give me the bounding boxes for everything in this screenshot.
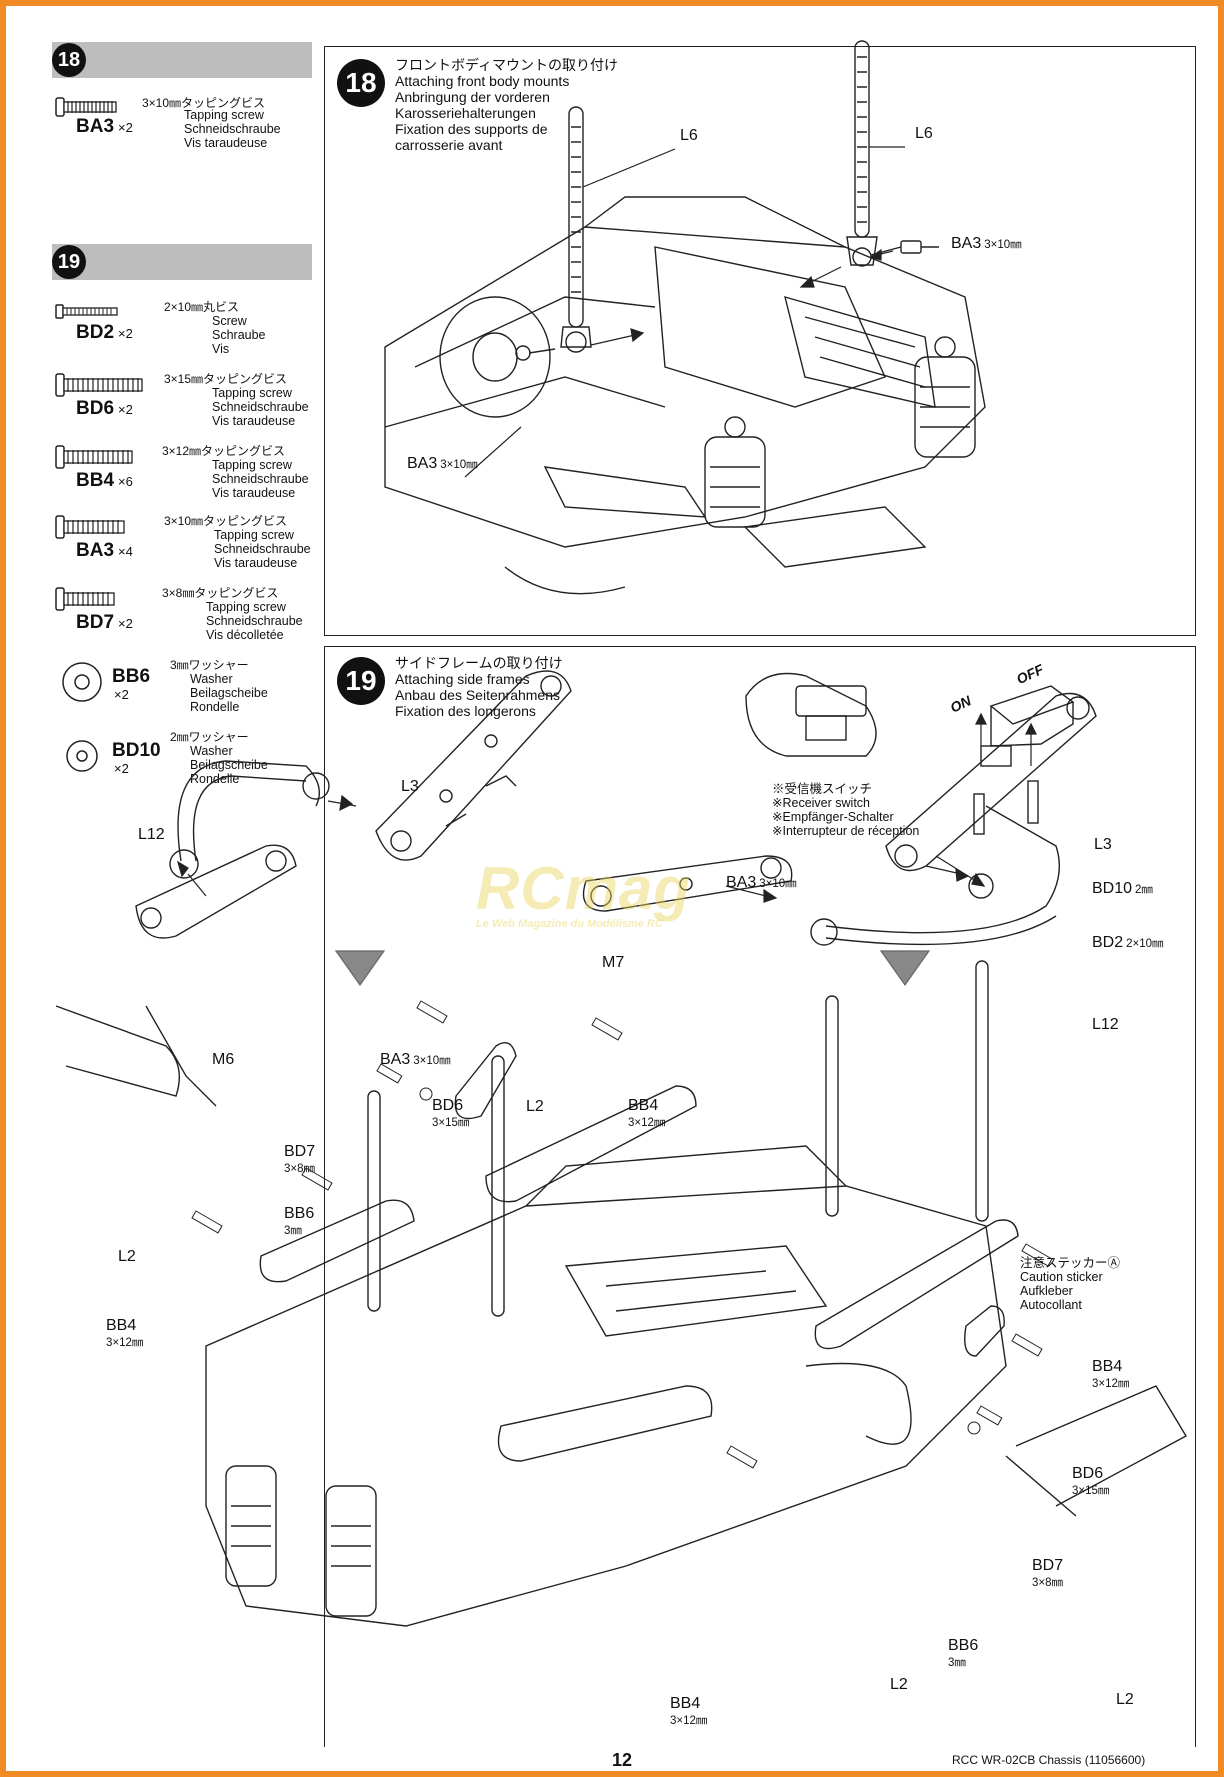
- part-code: BA3×2: [76, 116, 133, 137]
- part-ba3: BA3×4 3×10㎜タッピングビス Tapping screw Schneid…: [54, 512, 324, 574]
- part-code: BD6×2: [76, 398, 133, 419]
- label-l2-right: L2: [1116, 1691, 1134, 1708]
- part-size-jp: 3×10㎜タッピングビス: [164, 514, 288, 528]
- part-bd2: BD2×2 2×10㎜丸ビス Screw Schraube Vis: [54, 298, 324, 358]
- tapping-screw-icon: [55, 445, 133, 469]
- part-size-jp: 3㎜ワッシャー: [170, 658, 249, 672]
- part-description: Tapping screw Schneidschraube Vis taraud…: [212, 458, 309, 500]
- part-bd7: BD7×2 3×8㎜タッピングビス Tapping screw Schneids…: [54, 584, 324, 646]
- part-code: BD10: [112, 740, 161, 761]
- step-19-parts-header: [52, 244, 312, 280]
- label-l2-top: L2: [526, 1098, 544, 1115]
- step-19-panel: 19 サイドフレームの取り付け Attaching side frames An…: [324, 646, 1196, 1747]
- part-description: Washer Beilagscheibe Rondelle: [190, 672, 268, 714]
- part-description: Tapping screw Schneidschraube Vis taraud…: [214, 528, 311, 570]
- part-qty: ×2: [114, 687, 129, 702]
- watermark-tagline: Le Web Magazine du Modélisme RC: [476, 918, 663, 930]
- part-size-jp: 2×10㎜丸ビス: [164, 300, 240, 314]
- part-bb4: BB4×6 3×12㎜タッピングビス Tapping screw Schneid…: [54, 442, 324, 504]
- part-code: BD7×2: [76, 612, 133, 633]
- part-bd6: BD6×2 3×15㎜タッピングビス Tapping screw Schneid…: [54, 370, 324, 432]
- machine-screw-icon: [55, 304, 118, 319]
- step-19-panel-badge: 19: [337, 657, 385, 705]
- page-number: 12: [612, 1750, 633, 1770]
- part-code: BA3×4: [76, 540, 133, 561]
- part-size-jp: 2㎜ワッシャー: [170, 730, 249, 744]
- part-description: Tapping screw Schneidschraube Vis taraud…: [184, 108, 281, 150]
- part-code: BD2×2: [76, 322, 133, 343]
- part-description: Tapping screw Schneidschraube Vis décoll…: [206, 600, 303, 642]
- part-size-jp: 3×10㎜タッピングビス: [142, 96, 266, 110]
- label-m7: M7: [602, 954, 625, 971]
- part-description: Tapping screw Schneidschraube Vis taraud…: [212, 386, 309, 428]
- tapping-screw-icon: [55, 97, 117, 117]
- step-18-panel-badge: 18: [337, 59, 385, 107]
- part-description: Screw Schraube Vis: [212, 314, 266, 356]
- tapping-screw-icon: [55, 515, 125, 539]
- caution-sticker-note: 注意ステッカーⒶ Caution sticker Aufkleber Autoc…: [1020, 1256, 1121, 1312]
- receiver-switch-note: ※受信機スイッチ ※Receiver switch ※Empfänger-Sch…: [772, 782, 920, 838]
- washer-icon: [66, 740, 98, 772]
- label-l3-left: L3: [401, 778, 419, 795]
- part-description: Washer Beilagscheibe Rondelle: [190, 744, 268, 786]
- part-code: BB6: [112, 666, 151, 687]
- label-l2-left: L2: [118, 1248, 136, 1265]
- label-l12-left: L12: [138, 826, 165, 843]
- tapping-screw-icon: [55, 373, 143, 397]
- footer-document: RCC WR-02CB Chassis (11056600): [952, 1753, 1146, 1767]
- washer-icon: [62, 662, 102, 702]
- step-18-assembly-illustration: [384, 40, 986, 595]
- part-bd10: BD10 ×2 2㎜ワッシャー Washer Beilagscheibe Ron…: [54, 728, 324, 794]
- tapping-screw-icon: [55, 587, 115, 611]
- label-m6: M6: [212, 1051, 235, 1068]
- step-18-badge: 18: [52, 43, 86, 77]
- label-l6-left: L6: [680, 127, 698, 144]
- watermark-logo: RCmag: [476, 855, 692, 922]
- step-19-assembly-illustration: [55, 670, 1187, 1627]
- label-l2-bottom: L2: [890, 1676, 908, 1693]
- part-code: BB4×6: [76, 470, 133, 491]
- part-size-jp: 3×15㎜タッピングビス: [164, 372, 288, 386]
- step-19-title: サイドフレームの取り付け Attaching side frames Anbau…: [395, 655, 563, 719]
- label-l6-right: L6: [915, 125, 933, 142]
- part-size-jp: 3×12㎜タッピングビス: [162, 444, 286, 458]
- part-bb6: BB6 ×2 3㎜ワッシャー Washer Beilagscheibe Rond…: [54, 656, 324, 722]
- label-l12-right: L12: [1092, 1016, 1119, 1033]
- part-ba3-step18: BA3×2 3×10㎜タッピングビス Tapping screw Schneid…: [54, 94, 324, 164]
- step-19-badge: 19: [52, 245, 86, 279]
- part-qty: ×2: [114, 761, 129, 776]
- label-l3-right: L3: [1094, 836, 1112, 853]
- step-18-title: フロントボディマウントの取り付け Attaching front body mo…: [395, 57, 619, 153]
- step-18-parts-header: [52, 42, 312, 78]
- step-18-panel: 18 フロントボディマウントの取り付け Attaching front body…: [324, 40, 1196, 636]
- part-size-jp: 3×8㎜タッピングビス: [162, 586, 279, 600]
